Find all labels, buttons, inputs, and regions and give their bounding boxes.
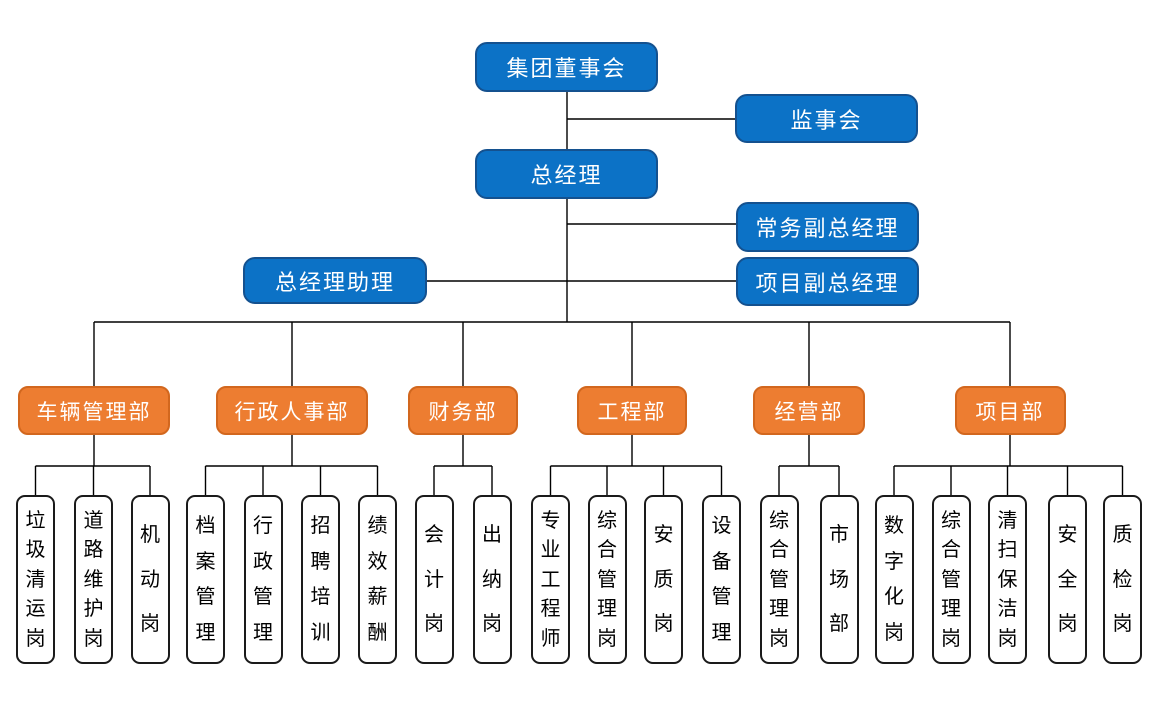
position-box: 综合管理岗 (587, 495, 627, 664)
position-box: 数字化岗 (874, 495, 914, 664)
department-box: 财务部 (408, 386, 518, 435)
department-box: 工程部 (577, 386, 687, 435)
position-box: 清扫保洁岗 (988, 495, 1027, 664)
position-box: 道路维护岗 (74, 495, 113, 664)
position-box: 招聘培训 (301, 495, 340, 664)
node-executive-deputy-gm: 常务副总经理 (736, 202, 919, 252)
node-gm-assistant: 总经理助理 (243, 257, 427, 304)
position-box: 垃圾清运岗 (16, 495, 55, 664)
department-box: 车辆管理部 (18, 386, 170, 435)
position-box: 综合管理岗 (931, 495, 971, 664)
position-box: 市场部 (819, 495, 859, 664)
position-box: 专业工程师 (531, 495, 570, 664)
department-box: 行政人事部 (216, 386, 368, 435)
node-supervisory-board: 监事会 (735, 94, 918, 143)
position-box: 机动岗 (130, 495, 170, 664)
position-box: 出纳岗 (472, 495, 512, 664)
position-box: 行政管理 (243, 495, 283, 664)
department-box: 经营部 (753, 386, 865, 435)
node-general-manager: 总经理 (475, 149, 658, 199)
department-box: 项目部 (954, 386, 1066, 435)
position-box: 安全岗 (1048, 495, 1087, 664)
position-box: 会计岗 (414, 495, 454, 664)
node-group-board: 集团董事会 (475, 42, 658, 92)
position-box: 安质岗 (644, 495, 683, 664)
position-box: 质检岗 (1103, 495, 1142, 664)
position-box: 绩效薪酬 (358, 495, 397, 664)
position-box: 设备管理 (702, 495, 741, 664)
position-box: 综合管理岗 (759, 495, 799, 664)
position-box: 档案管理 (186, 495, 225, 664)
node-project-deputy-gm: 项目副总经理 (736, 257, 919, 306)
